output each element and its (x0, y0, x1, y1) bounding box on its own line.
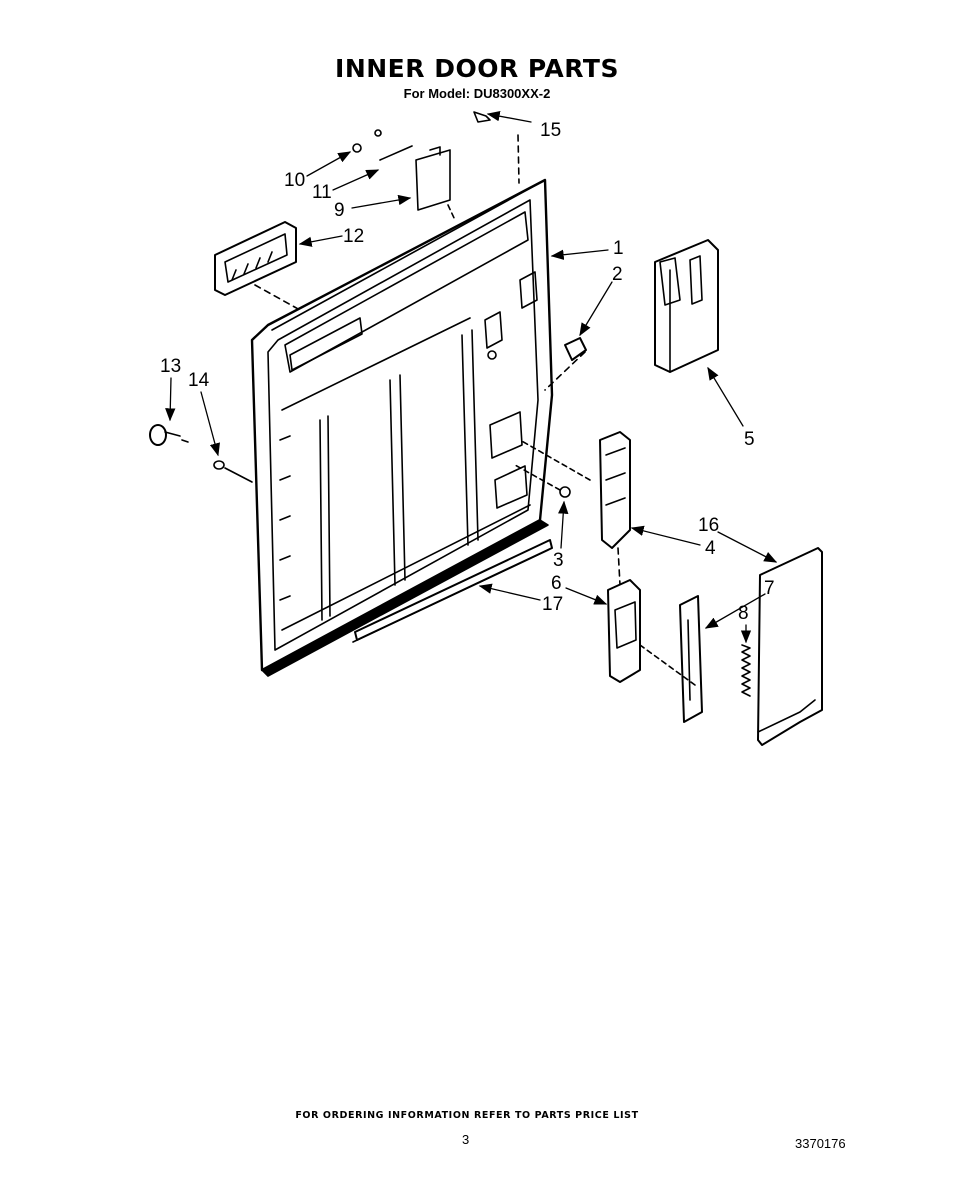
callout-15: 15 (540, 120, 561, 141)
callout-9: 9 (334, 200, 345, 221)
callout-6: 6 (551, 573, 562, 594)
model-subtitle: For Model: DU8300XX-2 (403, 86, 551, 101)
callout-17: 17 (542, 594, 563, 615)
page-number: 3 (462, 1132, 470, 1147)
document-number: 3370176 (795, 1136, 846, 1151)
ordering-note: FOR ORDERING INFORMATION REFER TO PARTS … (295, 1110, 639, 1121)
callout-3: 3 (553, 550, 564, 571)
callout-14: 14 (188, 370, 210, 391)
callout-2: 2 (612, 264, 623, 285)
bracket-part-4 (599, 431, 631, 549)
leader-lines (165, 111, 778, 644)
callout-1: 1 (613, 238, 624, 259)
side-panel-part-16 (757, 547, 823, 746)
cover-part-9 (415, 146, 451, 211)
callout-10: 10 (284, 170, 305, 191)
callout-7: 7 (764, 578, 775, 599)
inner-door-panel (250, 178, 554, 677)
callout-8: 8 (738, 603, 749, 624)
screws-part-10 (352, 129, 382, 153)
bracket-part-6 (607, 579, 641, 683)
rod-part-7 (679, 595, 703, 723)
nut-part-3 (559, 486, 571, 498)
washer-part-14 (213, 460, 225, 470)
wire-part-11 (379, 145, 413, 161)
module-part-5 (654, 239, 719, 373)
callout-5: 5 (744, 429, 755, 450)
callout-16: 16 (698, 515, 719, 536)
callout-12: 12 (343, 226, 364, 247)
knob-part-13 (149, 424, 189, 446)
spring-part-8 (741, 644, 751, 697)
callout-4: 4 (705, 538, 716, 559)
bottom-trim-strip (352, 539, 553, 643)
latch-part-2 (564, 337, 587, 361)
callout-11: 11 (312, 182, 332, 203)
handle-part-12 (214, 221, 297, 296)
callout-labels: 1 2 3 4 5 6 7 8 9 10 11 12 13 14 15 16 1… (160, 120, 775, 624)
callout-13: 13 (160, 356, 181, 377)
page-title: INNER DOOR PARTS (335, 54, 619, 83)
